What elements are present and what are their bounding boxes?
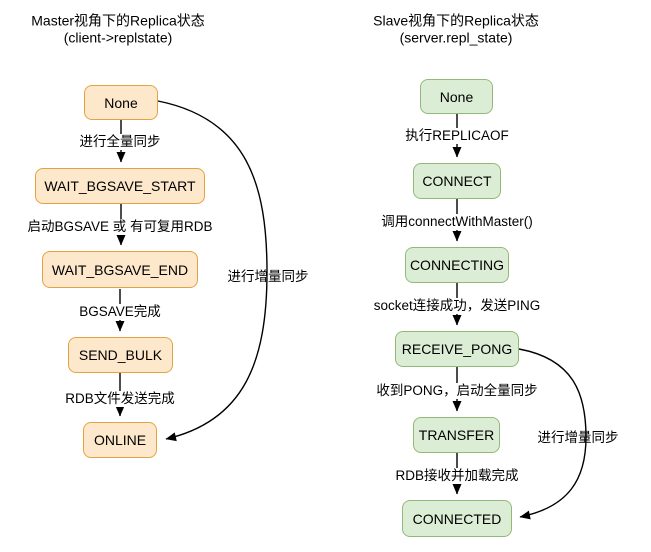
master-edge-label-bgsave-done: BGSAVE完成 <box>77 304 163 320</box>
slave-state-connected: CONNECTED <box>402 500 512 537</box>
master-loop-label-incremental-sync: 进行增量同步 <box>227 269 309 284</box>
arrow-master-none-to-online-loop <box>157 100 268 442</box>
master-diagram-title: Master视角下的Replica状态 <box>31 12 205 29</box>
slave-state-none: None <box>420 79 493 114</box>
slave-state-receive-pong: RECEIVE_PONG <box>395 331 519 367</box>
slave-edge-label-rdb-loaded: RDB接收并加载完成 <box>393 468 521 484</box>
master-state-wait-bgsave-start: WAIT_BGSAVE_START <box>35 168 205 204</box>
master-diagram-subtitle: (client->replstate) <box>63 29 173 46</box>
slave-edge-label-pong-full-sync: 收到PONG，启动全量同步 <box>374 383 540 399</box>
slave-diagram-title: Slave视角下的Replica状态 <box>373 12 539 29</box>
master-edge-label-rdb-sent: RDB文件发送完成 <box>63 391 177 407</box>
master-state-send-bulk: SEND_BULK <box>68 337 173 373</box>
master-state-none: None <box>84 85 158 120</box>
master-state-online: ONLINE <box>83 422 157 458</box>
slave-loop-label-incremental-sync: 进行增量同步 <box>537 430 619 445</box>
slave-state-connecting: CONNECTING <box>405 247 509 283</box>
master-edge-label-full-sync: 进行全量同步 <box>77 134 163 150</box>
master-edge-label-bgsave-start: 启动BGSAVE 或 有可复用RDB <box>25 219 215 235</box>
master-state-wait-bgsave-end: WAIT_BGSAVE_END <box>42 251 198 288</box>
slave-edge-label-replicaof: 执行REPLICAOF <box>403 128 511 144</box>
arrow-slave-receive-pong-to-connected-loop <box>518 348 587 520</box>
slave-state-transfer: TRANSFER <box>413 417 500 453</box>
slave-state-connect: CONNECT <box>413 163 501 199</box>
slave-edge-label-connect-with-master: 调用connectWithMaster() <box>379 214 535 230</box>
slave-edge-label-socket-ping: socket连接成功，发送PING <box>371 298 543 314</box>
slave-diagram-subtitle: (server.repl_state) <box>399 29 513 46</box>
